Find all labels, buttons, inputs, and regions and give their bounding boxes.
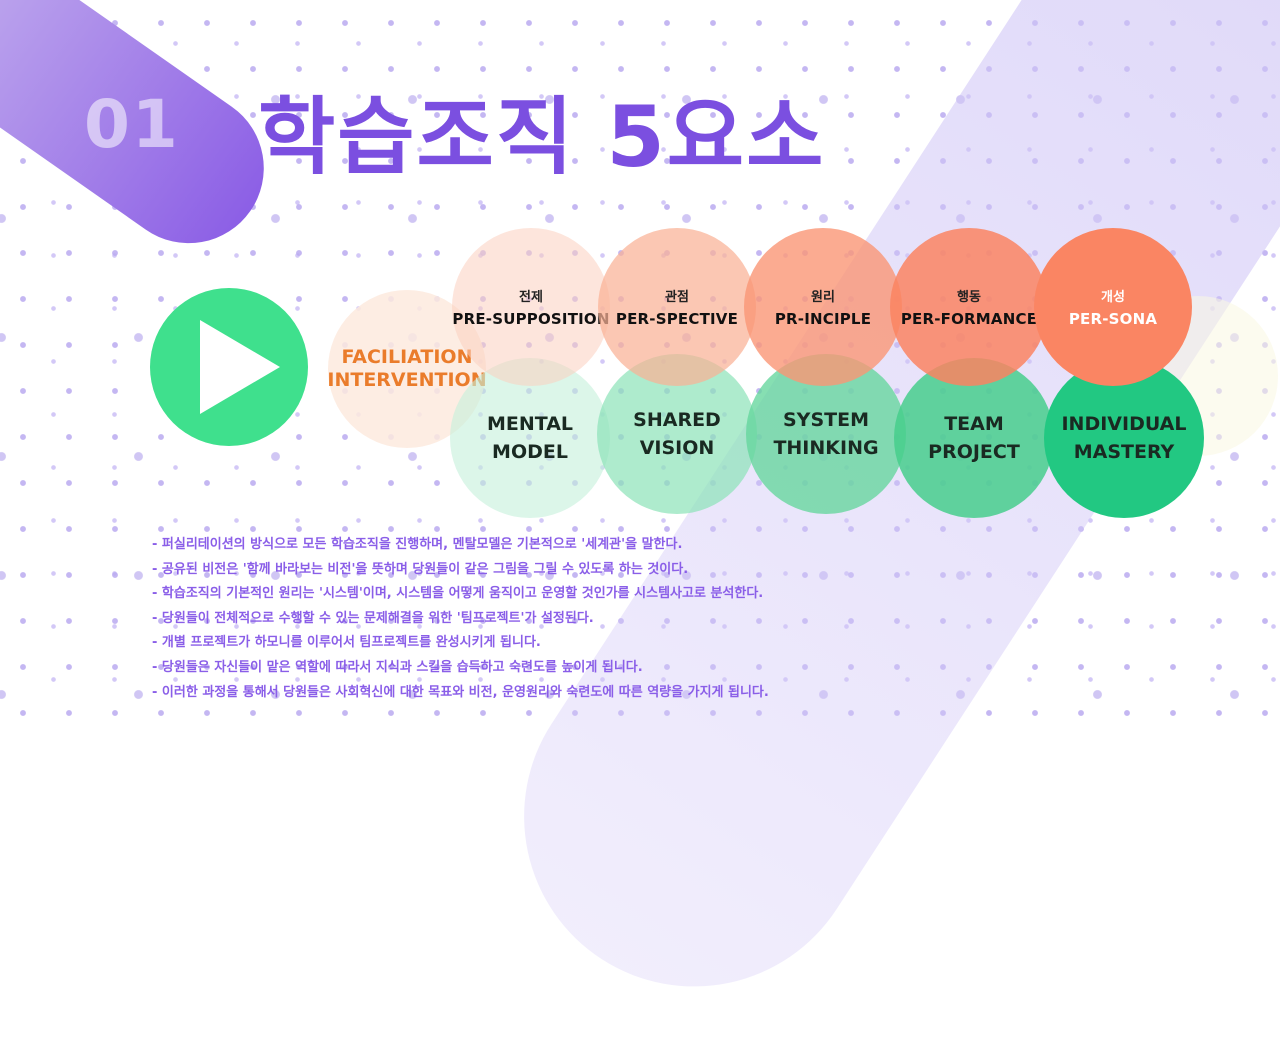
bottom-circle-line-2: MASTERY — [1073, 441, 1175, 463]
bottom-circle-line-1: INDIVIDUAL — [1061, 413, 1187, 435]
per-spective-circle: 관점 PER-SPECTIVE — [598, 228, 756, 386]
bottom-circle-line-1: SHARED — [633, 409, 721, 431]
per-sona-circle: 개성 PER-SONA — [1034, 228, 1192, 386]
shared-vision-circle: SHARED VISION — [597, 354, 757, 514]
top-circle-english-label: PRE-SUPPOSITION — [452, 310, 610, 328]
bottom-circle-line-2: PROJECT — [928, 441, 1020, 463]
note-line: - 당원들이 전체적으로 수행할 수 있는 문제해결을 위한 '팀프로젝트'가 … — [152, 610, 594, 626]
bottom-circle-line-1: MENTAL — [486, 413, 574, 435]
bottom-circle-line-1: TEAM — [944, 413, 1004, 435]
bottom-circle-line-2: MODEL — [492, 441, 568, 463]
top-circle-korean-label: 행동 — [957, 290, 981, 305]
bottom-circle-line-2: THINKING — [773, 437, 879, 459]
description-notes: - 퍼실리테이션의 방식으로 모든 학습조직을 진행하며, 멘탈모델은 기본적으… — [152, 533, 769, 705]
pr-inciple-circle: 원리 PR-INCIPLE — [744, 228, 902, 386]
top-circle-english-label: PER-SPECTIVE — [615, 310, 739, 328]
top-circle-korean-label: 원리 — [811, 290, 835, 305]
top-circle-korean-label: 관점 — [665, 290, 689, 305]
top-circle-korean-label: 전제 — [519, 290, 543, 305]
bottom-circle-line-2: VISION — [639, 437, 715, 459]
pre-supposition-circle: 전제 PRE-SUPPOSITION — [452, 228, 610, 386]
facilitation-line-2: INTERVENTION — [327, 369, 487, 391]
bottom-circle-line-1: SYSTEM — [783, 409, 869, 431]
facilitation-line-1: FACILIATION — [341, 346, 473, 368]
per-formance-circle: 행동 PER-FORMANCE — [890, 228, 1048, 386]
note-line: - 학습조직의 기본적인 원리는 '시스템'이며, 시스템을 어떻게 움직이고 … — [152, 586, 764, 602]
top-circle-english-label: PER-FORMANCE — [900, 310, 1038, 328]
slide-title: 학습조직 5요소 — [258, 88, 826, 186]
note-line: - 이러한 과정을 통해서 당원들은 사회혁신에 대한 목표와 비전, 운영원리… — [152, 684, 769, 700]
top-circle-english-label: PER-SONA — [1068, 310, 1158, 328]
top-circle-korean-label: 개성 — [1101, 290, 1125, 305]
note-line: - 공유된 비전은 '함께 바라보는 비전'을 뜻하며 당원들이 같은 그림을 … — [152, 561, 689, 577]
play-button[interactable] — [150, 288, 308, 446]
play-triangle-icon — [200, 320, 280, 414]
note-line: - 퍼실리테이션의 방식으로 모든 학습조직을 진행하며, 멘탈모델은 기본적으… — [152, 537, 683, 552]
slide-number: 01 — [84, 86, 180, 163]
top-circle-english-label: PR-INCIPLE — [774, 310, 872, 328]
note-line: - 개별 프로젝트가 하모니를 이루어서 팀프로젝트를 완성시키게 됩니다. — [152, 635, 541, 651]
note-line: - 당원들은 자신들이 맡은 역할에 따라서 지식과 스킬을 습득하고 숙련도를… — [152, 659, 643, 675]
